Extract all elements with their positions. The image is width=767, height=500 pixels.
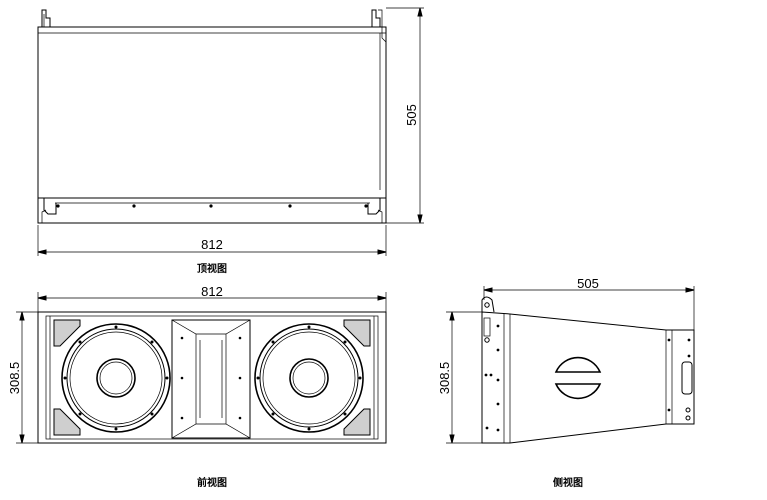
bottom-left-bracket bbox=[38, 197, 57, 215]
front-view-caption: 前视图 bbox=[197, 476, 227, 489]
front-view-height-label: 308.5 bbox=[7, 362, 22, 395]
side-view-depth-label: 505 bbox=[577, 276, 599, 291]
front-rigging-ear bbox=[481, 296, 495, 313]
side-handle-top bbox=[554, 356, 602, 373]
front-view-outline bbox=[37, 311, 387, 444]
side-view: 505 bbox=[437, 276, 695, 489]
top-view-depth-label: 505 bbox=[404, 104, 419, 126]
right-woofer bbox=[254, 323, 364, 433]
top-right-bracket bbox=[371, 9, 381, 27]
top-view: 812 505 顶视图 bbox=[37, 7, 424, 275]
top-view-outline bbox=[37, 26, 387, 224]
top-view-width-label: 812 bbox=[201, 237, 223, 252]
front-view: 812 bbox=[7, 284, 387, 489]
bottom-right-bracket bbox=[367, 197, 386, 215]
front-view-height-dimension: 308.5 bbox=[7, 311, 38, 444]
left-woofer bbox=[61, 323, 171, 433]
center-horn bbox=[171, 319, 251, 439]
corner-vent-top-right bbox=[343, 319, 371, 347]
side-view-height-label: 308.5 bbox=[437, 362, 452, 395]
top-left-bracket bbox=[41, 9, 51, 27]
corner-vent-top-left bbox=[53, 319, 81, 347]
side-view-height-dimension: 308.5 bbox=[437, 311, 482, 444]
front-view-width-label: 812 bbox=[201, 284, 223, 299]
corner-vent-bottom-right bbox=[343, 408, 371, 436]
side-handle-bottom bbox=[554, 383, 602, 400]
side-view-caption: 侧视图 bbox=[553, 476, 583, 489]
corner-vent-bottom-left bbox=[53, 408, 81, 436]
rear-rigging-slot bbox=[681, 361, 693, 395]
top-view-depth-dimension: 505 bbox=[386, 7, 424, 224]
top-view-caption: 顶视图 bbox=[197, 262, 227, 275]
side-view-depth-dimension: 505 bbox=[483, 276, 695, 330]
front-view-width-dimension: 812 bbox=[37, 284, 387, 312]
side-view-outline bbox=[481, 311, 695, 444]
top-view-width-dimension: 812 bbox=[37, 225, 387, 256]
